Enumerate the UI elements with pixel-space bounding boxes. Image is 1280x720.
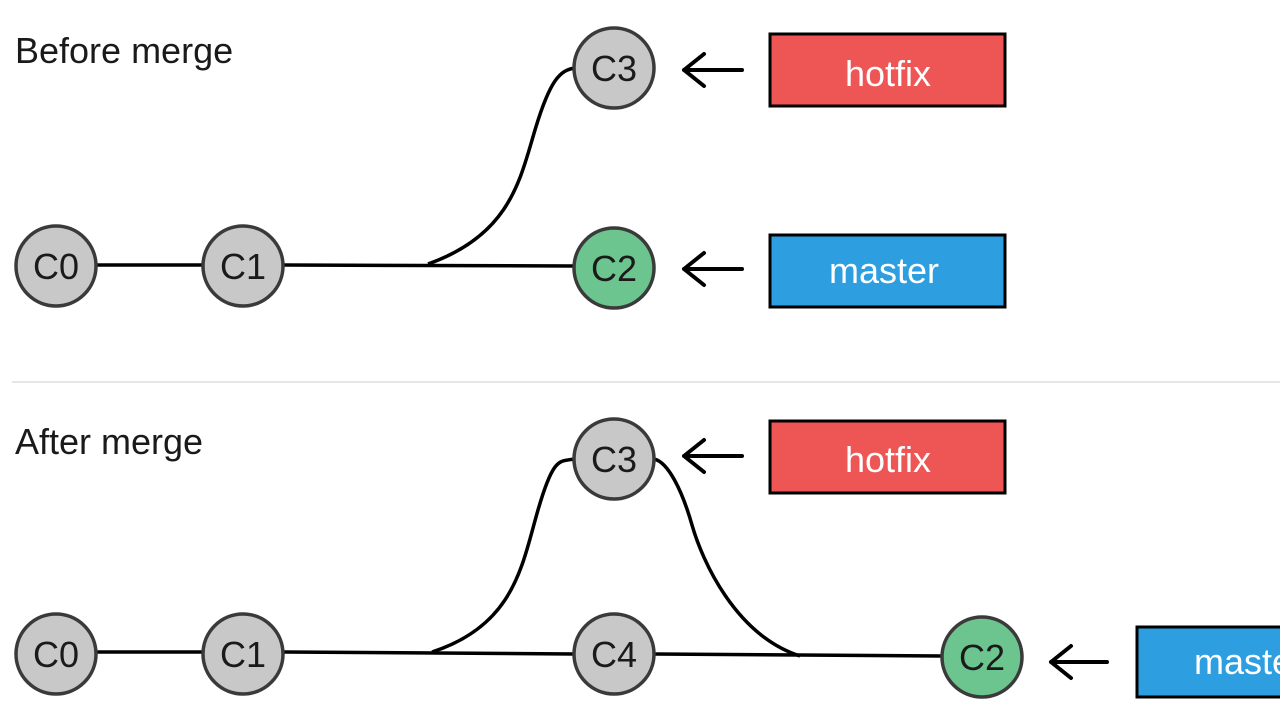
before-merge-title: Before merge <box>15 30 233 71</box>
after-merge-section: After merge C0 C1 C3 C4 C2 <box>14 417 1280 699</box>
after-merge-title: After merge <box>15 421 203 462</box>
left-arrow-icon <box>1049 644 1109 680</box>
branch-hotfix: hotfix <box>768 32 1007 108</box>
edge-c1-c3 <box>427 66 576 266</box>
commit-c4: C4 <box>572 612 656 696</box>
commit-c3: C3 <box>572 26 656 110</box>
commit-label: C2 <box>591 248 637 289</box>
commit-c2: C2 <box>940 615 1024 699</box>
before-merge-section: Before merge C0 C1 C3 C2 hotfix <box>14 26 1007 310</box>
branch-label: master <box>829 250 939 291</box>
branch-master: master <box>768 233 1007 309</box>
commit-c0: C0 <box>14 224 98 308</box>
commit-c2: C2 <box>572 226 656 310</box>
branch-label: master <box>1194 641 1280 682</box>
left-arrow-icon <box>682 438 744 474</box>
commit-label: C1 <box>220 246 266 287</box>
left-arrow-icon <box>682 251 744 287</box>
commit-label: C0 <box>33 634 79 675</box>
left-arrow-icon <box>682 52 744 88</box>
commit-label: C1 <box>220 634 266 675</box>
commit-label: C3 <box>591 439 637 480</box>
commit-label: C3 <box>591 48 637 89</box>
commit-c1: C1 <box>201 612 285 696</box>
edge-c1-c3 <box>431 457 575 654</box>
commit-label: C0 <box>33 246 79 287</box>
branch-label: hotfix <box>845 439 931 480</box>
commit-label: C4 <box>591 634 637 675</box>
commit-c3: C3 <box>572 417 656 501</box>
branch-label: hotfix <box>845 53 931 94</box>
commit-c0: C0 <box>14 612 98 696</box>
commit-c1: C1 <box>201 224 285 308</box>
edge-c3-c2 <box>653 457 801 658</box>
edge-c1-c4 <box>283 650 575 656</box>
branch-master: master <box>1135 625 1280 699</box>
commit-label: C2 <box>959 637 1005 678</box>
branch-hotfix: hotfix <box>768 419 1007 495</box>
